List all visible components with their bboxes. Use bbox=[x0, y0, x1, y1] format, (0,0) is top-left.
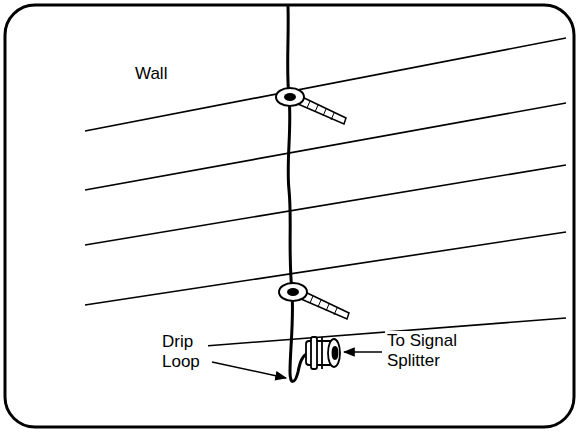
cable-clip bbox=[276, 88, 346, 124]
splitter-label: To Signal Splitter bbox=[385, 331, 469, 372]
f-connector bbox=[306, 337, 340, 369]
cable-clip bbox=[279, 283, 349, 319]
leader-line bbox=[344, 351, 382, 353]
coaxial-cable bbox=[288, 6, 308, 381]
wall-label: Wall bbox=[133, 64, 169, 84]
frame bbox=[5, 5, 574, 427]
leader-line bbox=[212, 362, 286, 378]
wall-siding bbox=[85, 38, 566, 346]
drip-loop-label: Drip Loop bbox=[160, 332, 208, 373]
